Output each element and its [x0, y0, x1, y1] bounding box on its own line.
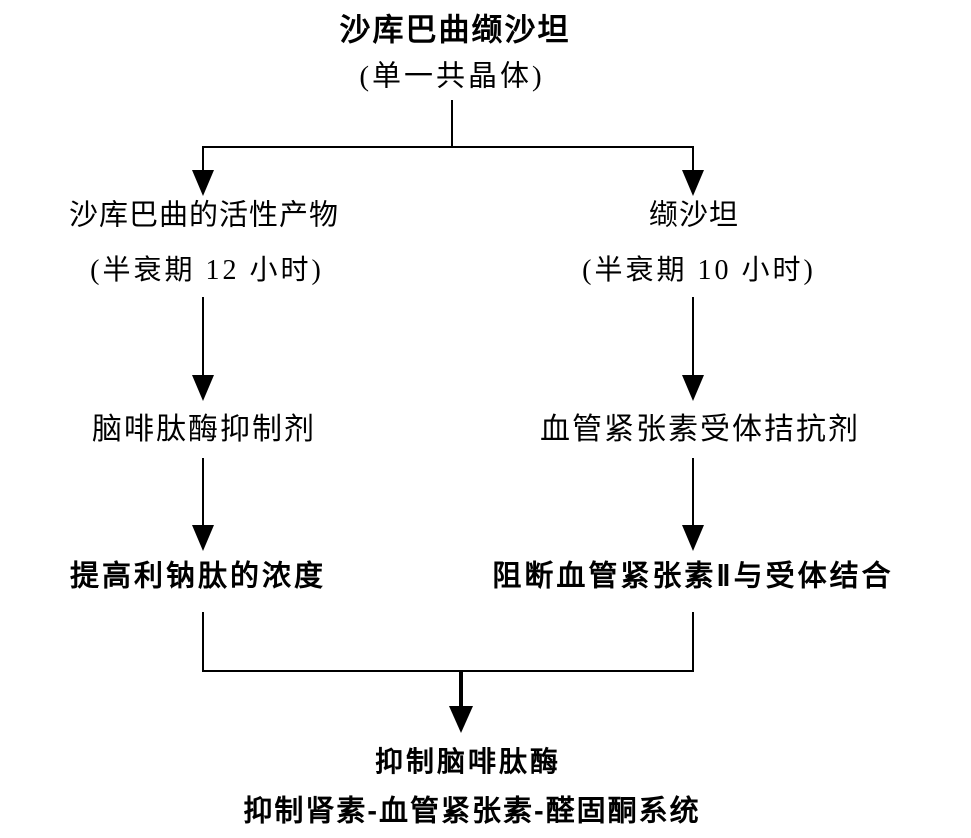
arrow-down-outcome-icon — [449, 706, 473, 733]
root-title: 沙库巴曲缬沙坦 — [339, 12, 571, 48]
left-half-life-label: (半衰期 12 小时) — [90, 255, 324, 286]
root-subtitle: (单一共晶体) — [359, 60, 545, 93]
arrow-down-left-effect-icon — [192, 525, 214, 551]
right-product-label: 缬沙坦 — [648, 199, 740, 232]
right-half-life-label: (半衰期 10 小时) — [582, 255, 816, 286]
right-effect-label: 阻断血管紧张素Ⅱ与受体结合 — [492, 560, 894, 593]
left-product-label: 沙库巴曲的活性产物 — [68, 199, 340, 232]
left-mechanism-label: 脑啡肽酶抑制剂 — [92, 413, 316, 446]
arrow-down-left-mechanism-icon — [192, 375, 214, 401]
arrow-down-right-product-icon — [682, 170, 704, 196]
arrow-down-right-mechanism-icon — [682, 375, 704, 401]
arrow-down-left-product-icon — [192, 170, 214, 196]
outcome-line2-label: 抑制肾素-血管紧张素-醛固酮系统 — [243, 795, 701, 828]
arrow-down-right-effect-icon — [682, 525, 704, 551]
left-effect-label: 提高利钠肽的浓度 — [69, 560, 327, 593]
outcome-line1-label: 抑制脑啡肽酶 — [374, 746, 562, 777]
right-mechanism-label: 血管紧张素受体拮抗剂 — [540, 413, 860, 446]
